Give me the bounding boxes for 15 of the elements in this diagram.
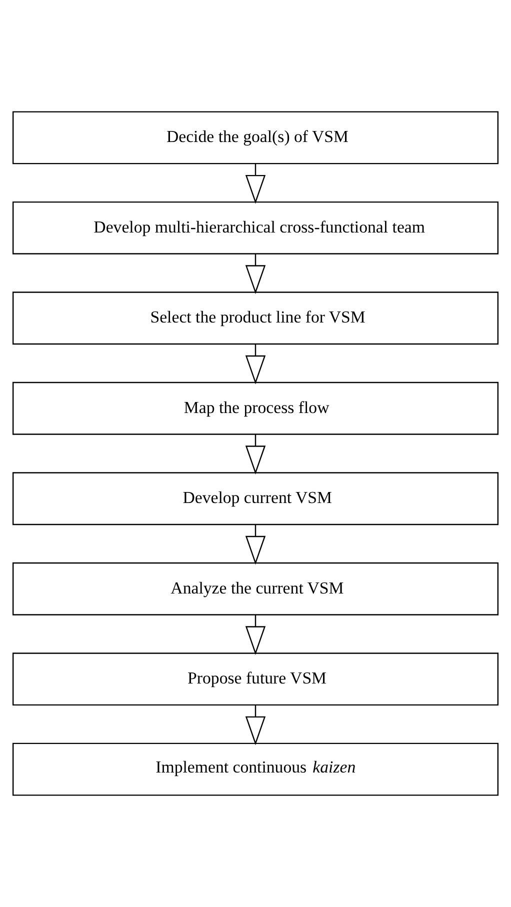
node-box: Develop multi-hierarchical cross-functional team: [12, 201, 499, 254]
node-box: Implement continuous kaizen: [12, 742, 499, 796]
node-box: Develop current VSM: [12, 472, 499, 526]
arrow: [245, 524, 266, 565]
node-box: Decide the goal(s) of VSM: [12, 111, 499, 164]
node-box: Select the product line for VSM: [12, 292, 499, 345]
arrow: [245, 254, 266, 294]
arrow: [245, 705, 266, 746]
arrow: [245, 434, 266, 475]
arrow: [245, 164, 266, 204]
arrow: [245, 344, 266, 384]
arrow: [245, 614, 266, 656]
node-box: Analyze the current VSM: [12, 562, 499, 616]
node-box: Propose future VSM: [12, 652, 499, 706]
node-box: Map the process flow: [12, 382, 499, 435]
